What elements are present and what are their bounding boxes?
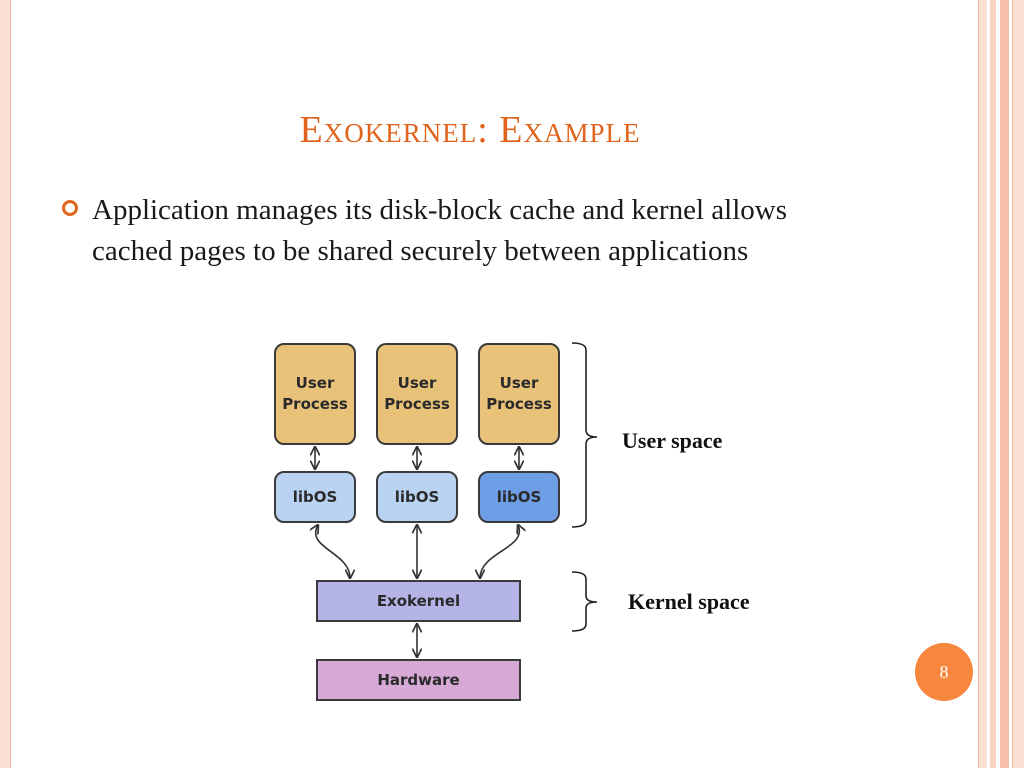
left-frame-border bbox=[0, 0, 11, 768]
bullet-circle-icon bbox=[62, 200, 78, 216]
user-process-box: User Process bbox=[376, 343, 458, 445]
bullet-text: Application manages its disk-block cache… bbox=[92, 194, 787, 267]
arrow-libos1-exokernel bbox=[316, 525, 350, 578]
kernel-space-label: Kernel space bbox=[628, 589, 750, 614]
arrow-libos3-exokernel bbox=[480, 525, 519, 578]
user-process-box: User Process bbox=[478, 343, 560, 445]
hardware-box: Hardware bbox=[316, 659, 521, 701]
user-process-box: User Process bbox=[274, 343, 356, 445]
page-number-badge: 8 bbox=[915, 643, 973, 701]
right-frame-border bbox=[978, 0, 1024, 768]
user-space-label: User space bbox=[622, 428, 723, 453]
libos-box: libOS bbox=[274, 471, 356, 523]
kernel-space-brace bbox=[571, 571, 598, 632]
user-space-brace bbox=[571, 342, 598, 528]
exokernel-box: Exokernel bbox=[316, 580, 521, 622]
slide-title: Exokernel: Example bbox=[299, 109, 641, 151]
libos-box: libOS bbox=[376, 471, 458, 523]
libos-box-highlighted: libOS bbox=[478, 471, 560, 523]
